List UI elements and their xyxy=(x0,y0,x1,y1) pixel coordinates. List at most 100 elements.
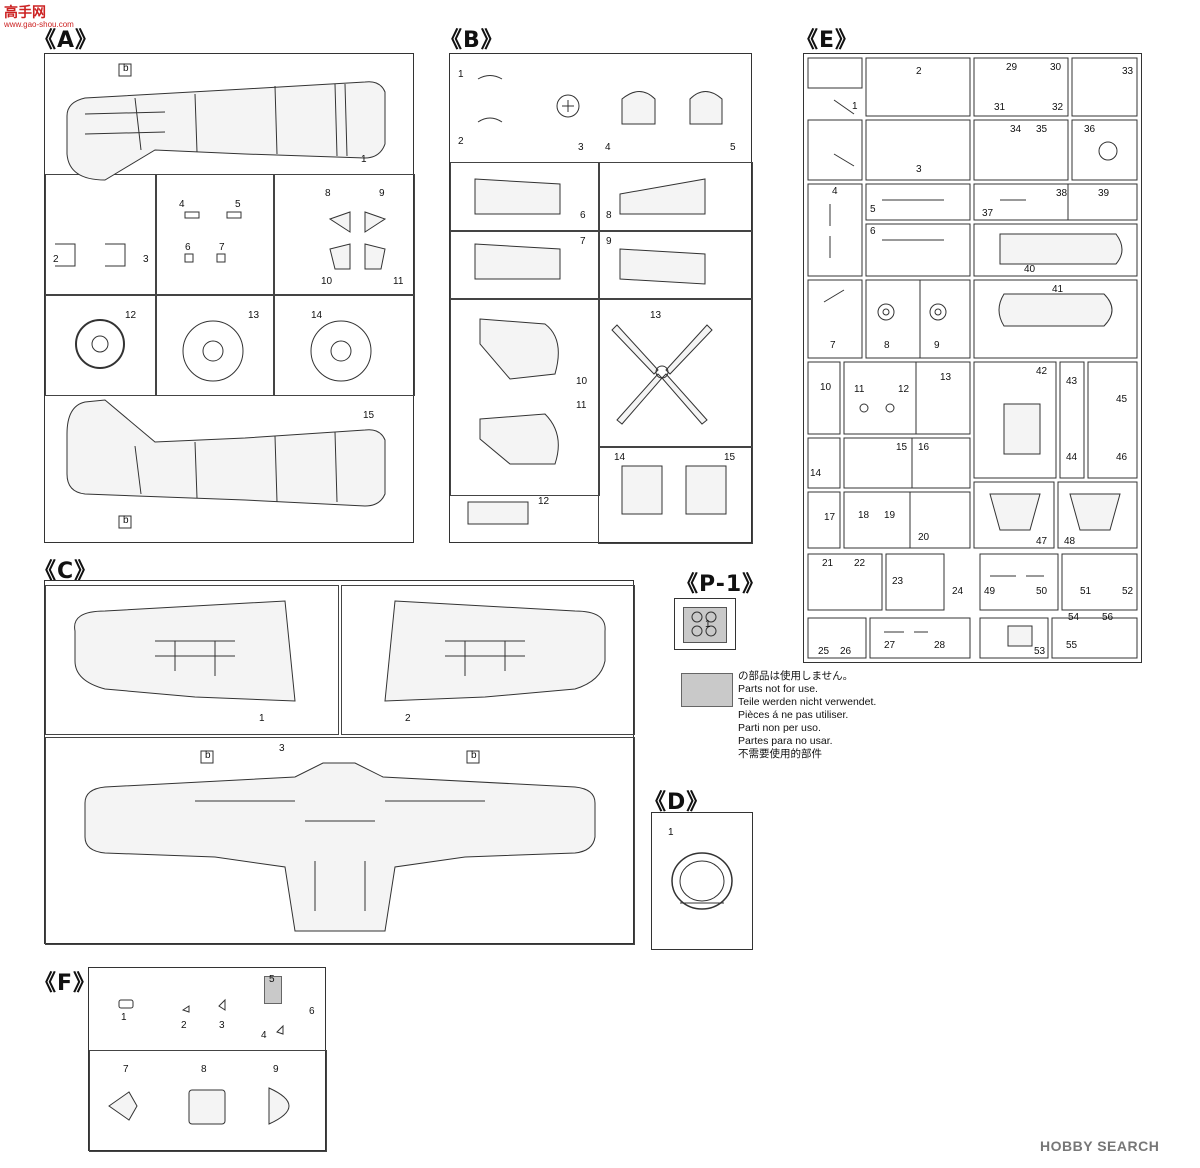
sprue-a-cell-right xyxy=(273,174,415,296)
part-a3: 3 xyxy=(143,254,149,265)
part-e30: 30 xyxy=(1050,62,1062,73)
sprue-c-cell-2 xyxy=(341,585,635,735)
part-p1-1: 1 xyxy=(705,619,711,630)
sprue-b-cell-7 xyxy=(450,230,600,300)
part-b12: 12 xyxy=(538,496,550,507)
sprue-c-tag-b-left: b xyxy=(205,750,211,761)
part-e23: 23 xyxy=(892,576,904,587)
part-b14: 14 xyxy=(614,452,626,463)
part-e28: 28 xyxy=(934,640,946,651)
sprue-b: 1 2 3 4 5 6 7 8 9 10 11 12 13 14 15 xyxy=(449,53,753,544)
part-e54: 54 xyxy=(1068,612,1080,623)
part-a7: 7 xyxy=(219,242,225,253)
not-for-use-swatch xyxy=(681,673,733,707)
sprue-a-tag-b-top: b xyxy=(123,63,129,74)
sprue-p1-label: 《P-1》 xyxy=(676,572,766,597)
part-a2: 2 xyxy=(53,254,59,265)
sprue-e-drawings xyxy=(807,57,1138,659)
legend-line-de: Teile werden nicht verwendet. xyxy=(738,696,877,708)
part-d1: 1 xyxy=(668,827,674,838)
part-e2: 2 xyxy=(916,66,922,77)
sprue-c-tag-b-right: b xyxy=(471,750,477,761)
part-e53: 53 xyxy=(1034,646,1046,657)
p1-part-shaded xyxy=(683,607,727,643)
part-e20: 20 xyxy=(918,532,930,543)
f5-part-shaded xyxy=(264,976,282,1004)
part-e3: 3 xyxy=(916,164,922,175)
part-e18: 18 xyxy=(858,510,870,521)
part-e43: 43 xyxy=(1066,376,1078,387)
part-e39: 39 xyxy=(1098,188,1110,199)
part-b1: 1 xyxy=(458,69,464,80)
part-e8: 8 xyxy=(884,340,890,351)
part-a14: 14 xyxy=(311,310,323,321)
part-e49: 49 xyxy=(984,586,996,597)
sprue-b-cell-10-11 xyxy=(450,298,600,496)
part-e48: 48 xyxy=(1064,536,1076,547)
part-b10: 10 xyxy=(576,376,588,387)
sprue-c-cell-1 xyxy=(45,585,339,735)
part-e12: 12 xyxy=(898,384,910,395)
hobbysearch-watermark: HOBBY SEARCH xyxy=(1040,1138,1160,1154)
sprue-b-cell-9 xyxy=(598,230,753,300)
part-e25: 25 xyxy=(818,646,830,657)
part-e1: 1 xyxy=(852,101,858,112)
part-e29: 29 xyxy=(1006,62,1018,73)
part-c2: 2 xyxy=(405,713,411,724)
part-e34: 34 xyxy=(1010,124,1022,135)
part-e17: 17 xyxy=(824,512,836,523)
part-e33: 33 xyxy=(1122,66,1134,77)
part-a5: 5 xyxy=(235,199,241,210)
part-e32: 32 xyxy=(1052,102,1064,113)
part-a13: 13 xyxy=(248,310,260,321)
sprue-a-cell-engine xyxy=(45,294,157,396)
sprue-c-cell-3 xyxy=(45,737,635,945)
part-f5: 5 xyxy=(269,974,275,985)
sprue-b-cell-14-15 xyxy=(598,446,753,544)
part-e21: 21 xyxy=(822,558,834,569)
sprue-b-label: 《B》 xyxy=(440,28,504,53)
part-e22: 22 xyxy=(854,558,866,569)
part-c1: 1 xyxy=(259,713,265,724)
part-b7: 7 xyxy=(580,236,586,247)
sprue-a-tag-b-bottom: b xyxy=(123,515,129,526)
part-f3: 3 xyxy=(219,1020,225,1031)
sprue-a-cell-cowl14 xyxy=(273,294,415,396)
sprue-c-drawings xyxy=(74,600,606,932)
part-e36: 36 xyxy=(1084,124,1096,135)
part-a1: 1 xyxy=(361,154,367,165)
sprue-c-label: 《C》 xyxy=(34,559,98,584)
sprue-a-drawings xyxy=(55,63,387,529)
part-b9: 9 xyxy=(606,236,612,247)
part-e19: 19 xyxy=(884,510,896,521)
part-b3: 3 xyxy=(578,142,584,153)
legend-line-zh: 不需要使用的部件 xyxy=(738,748,822,760)
part-a11: 11 xyxy=(393,276,404,287)
part-e10: 10 xyxy=(820,382,832,393)
part-e11: 11 xyxy=(854,384,865,395)
part-e6: 6 xyxy=(870,226,876,237)
sprue-b-cell-13 xyxy=(598,298,753,448)
sprue-e: 1 2 3 4 5 6 7 8 9 10 11 12 13 14 15 16 1… xyxy=(803,53,1142,663)
part-a15: 15 xyxy=(363,410,375,421)
part-b11: 11 xyxy=(576,400,587,411)
sprue-b-cell-8 xyxy=(598,162,753,232)
part-e41: 41 xyxy=(1052,284,1064,295)
part-a6: 6 xyxy=(185,242,191,253)
part-a4: 4 xyxy=(179,199,185,210)
sprue-f-drawings xyxy=(108,998,290,1125)
part-f6: 6 xyxy=(309,1006,315,1017)
sprue-b-cell-6 xyxy=(450,162,600,232)
part-f9: 9 xyxy=(273,1064,279,1075)
part-f2: 2 xyxy=(181,1020,187,1031)
sprue-a-cell-mid xyxy=(155,174,275,296)
sprue-f: 1 2 3 4 5 6 7 8 9 xyxy=(88,967,327,1152)
part-b2: 2 xyxy=(458,136,464,147)
part-e7: 7 xyxy=(830,340,836,351)
part-e16: 16 xyxy=(918,442,930,453)
part-e47: 47 xyxy=(1036,536,1048,547)
part-e37: 37 xyxy=(982,208,994,219)
part-e45: 45 xyxy=(1116,394,1128,405)
part-a9: 9 xyxy=(379,188,385,199)
legend-line-it: Parti non per uso. xyxy=(738,722,821,734)
